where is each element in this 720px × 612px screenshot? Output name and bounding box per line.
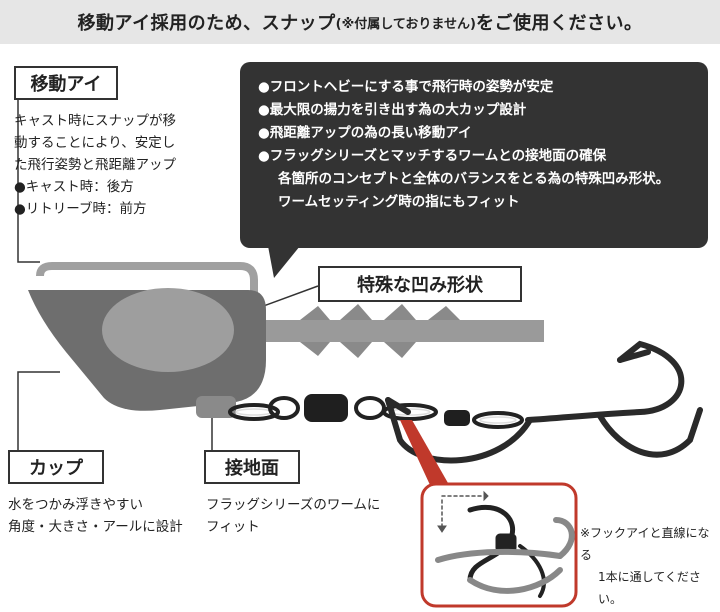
- move-eye-line: た飛行姿勢と飛距離アップ: [14, 157, 176, 173]
- cup-description: 水をつかみ浮きやすい 角度・大きさ・アールに設計: [8, 494, 208, 538]
- header-note: (※付属しておりません): [335, 16, 476, 32]
- header-tail: をご使用ください。: [475, 13, 643, 34]
- swivel-ring-right: [354, 396, 386, 420]
- split-ring-1: [228, 403, 280, 421]
- cup-title: カップ: [8, 450, 104, 484]
- move-eye-line: ●リトリーブ時：前方: [14, 201, 147, 217]
- split-ring-3: [472, 411, 524, 429]
- move-eye-line: 動することにより、安定し: [14, 135, 176, 151]
- dent-shape: [102, 288, 234, 372]
- swivel-barrel-2: [444, 410, 470, 426]
- hook-note: ※フックアイと直線になる 1本に通してください。: [580, 522, 720, 610]
- red-pointer: [400, 420, 452, 498]
- swivel-barrel: [304, 394, 348, 422]
- shaft: [260, 320, 544, 342]
- hook-note-line: 1本に通してください。: [598, 570, 701, 606]
- move-eye-description: キャスト時にスナップが移 動することにより、安定し た飛行姿勢と飛距離アップ ●…: [14, 110, 234, 220]
- feature-line: ●フロントヘビーにする事で飛行時の姿勢が安定: [258, 79, 554, 95]
- hook-note-line: ※フックアイと直線になる: [580, 526, 710, 562]
- move-eye-line: キャスト時にスナップが移: [14, 113, 176, 129]
- treble-hook: [385, 340, 703, 464]
- swivel-ring-left: [268, 396, 300, 420]
- split-ring-inner-1: [235, 408, 273, 416]
- barbs: [300, 304, 460, 358]
- cup-line: 角度・大きさ・アールに設計: [8, 519, 183, 535]
- move-eye-line: ●キャスト時：後方: [14, 179, 134, 195]
- move-eye-title: 移動アイ: [14, 66, 118, 100]
- feature-line: ●フラッグシリーズとマッチするワームとの接地面の確保: [258, 148, 607, 164]
- contact-line: フィット: [206, 519, 260, 535]
- split-ring-2: [382, 403, 438, 421]
- feature-line: ●最大限の揚力を引き出す為の大カップ設計: [258, 102, 527, 118]
- feature-line: 各箇所のコンセプトと全体のバランスをとる為の特殊凹み形状。: [278, 171, 670, 187]
- move-eye-leader: [17, 96, 40, 263]
- feature-line: ワームセッティング時の指にもフィット: [278, 194, 520, 210]
- contact-line: フラッグシリーズのワームに: [206, 497, 381, 513]
- contact-title: 接地面: [204, 450, 300, 484]
- contact-face: [196, 396, 236, 418]
- feature-line: ●飛距離アップの為の長い移動アイ: [258, 125, 472, 141]
- inset-hooks: [435, 490, 575, 598]
- feature-box-tail: [268, 246, 300, 278]
- contact-description: フラッグシリーズのワームに フィット: [206, 494, 416, 538]
- cup-line: 水をつかみ浮きやすい: [8, 497, 143, 513]
- moving-eye-wire: [36, 262, 258, 300]
- header-main: 移動アイ採用のため、スナップ: [77, 13, 336, 34]
- special-dent-title: 特殊な凹み形状: [318, 266, 522, 302]
- split-ring-inner-3: [479, 416, 517, 424]
- feature-box: ●フロントヘビーにする事で飛行時の姿勢が安定 ●最大限の揚力を引き出す為の大カッ…: [240, 62, 708, 248]
- cup-leader: [17, 371, 60, 450]
- header-bar: 移動アイ採用のため、スナップ (※付属しておりません) をご使用ください。: [0, 0, 720, 44]
